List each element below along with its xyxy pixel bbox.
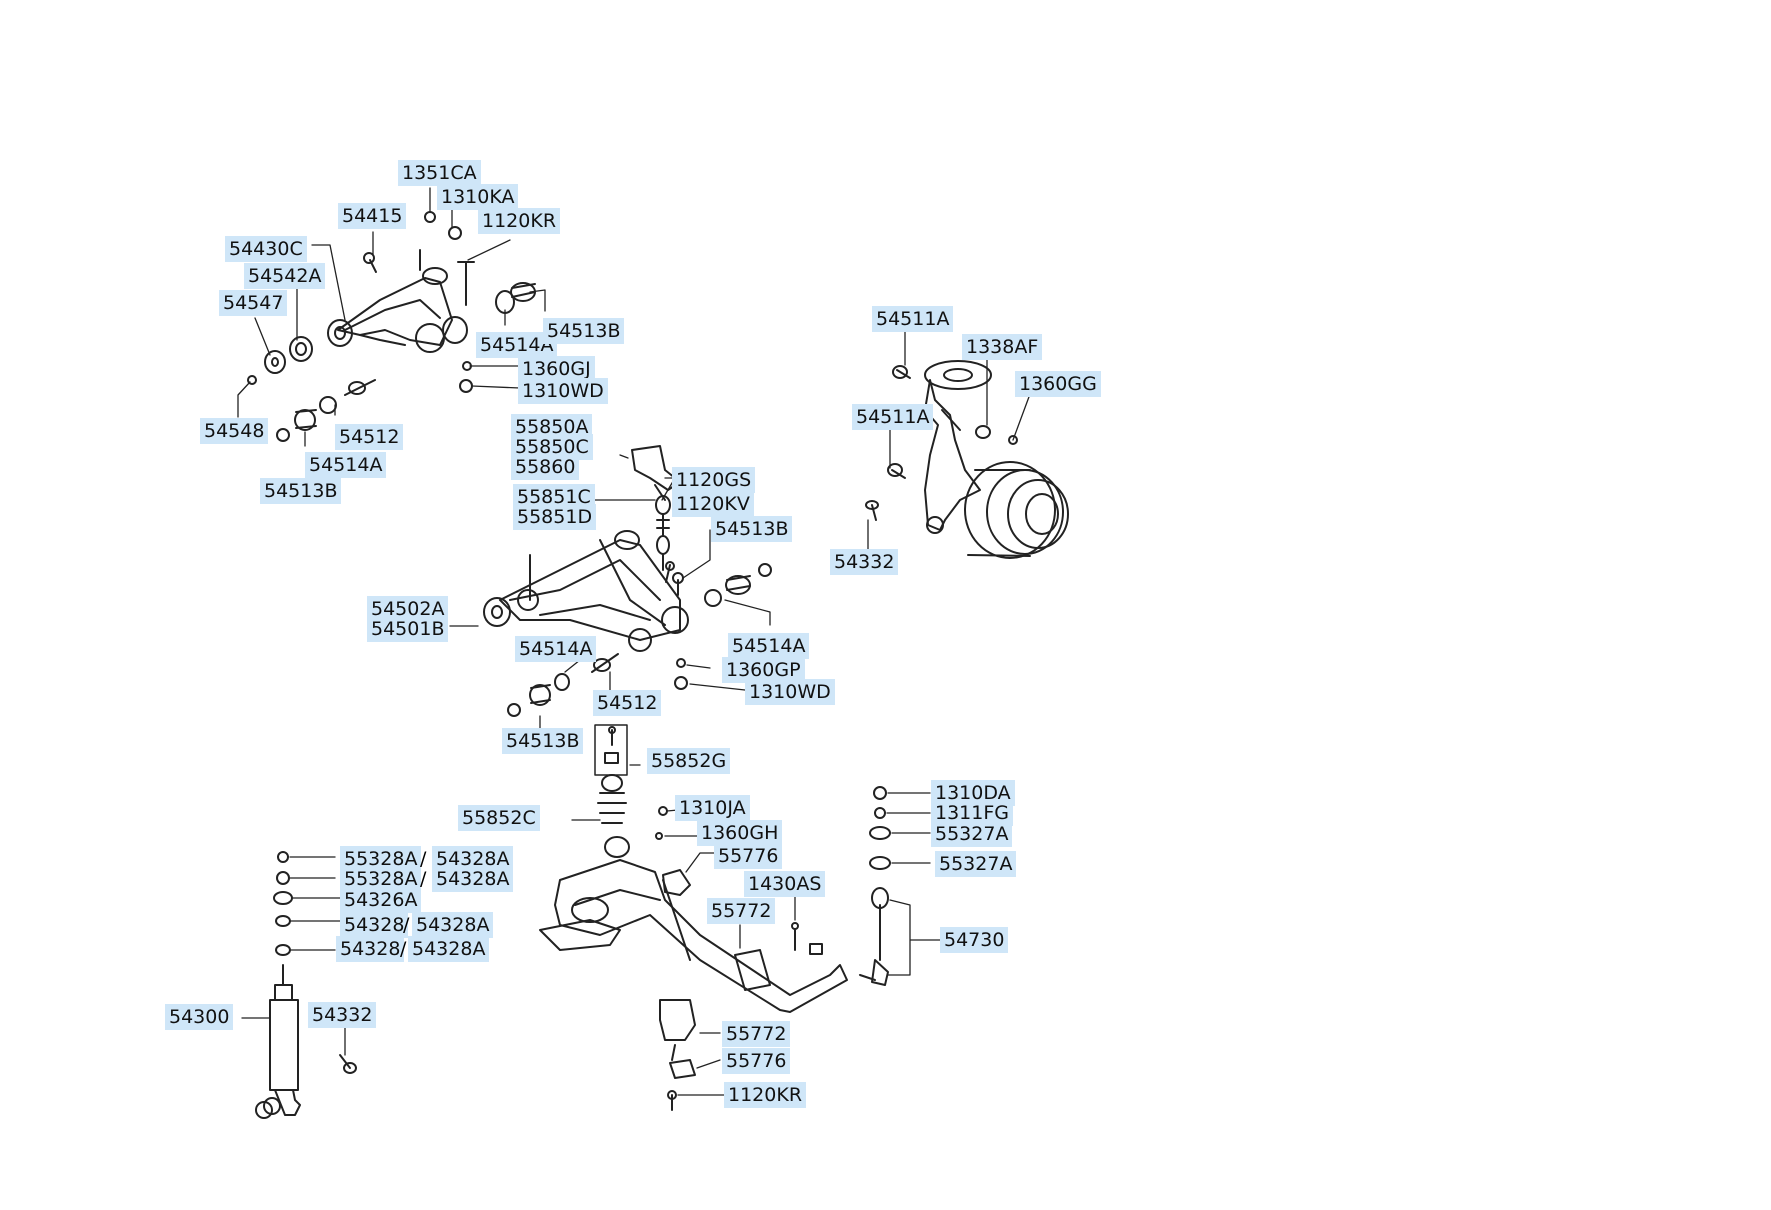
part-label-1338af[interactable]: 1338AF: [962, 334, 1043, 360]
part-label-54512-lower[interactable]: 54512: [593, 690, 662, 716]
part-label-1310wd-lower[interactable]: 1310WD: [745, 679, 835, 705]
part-label-54511a-top[interactable]: 54511A: [872, 306, 954, 332]
part-label-54332-right[interactable]: 54332: [830, 549, 899, 575]
separator-slash: /: [420, 848, 427, 870]
separator-slash: /: [400, 938, 407, 960]
part-label-54328-2[interactable]: 54328: [336, 936, 405, 962]
part-label-55327a-1[interactable]: 55327A: [931, 821, 1013, 847]
stabilizer-bar-assembly: [539, 724, 848, 1111]
part-label-54328a-2[interactable]: 54328A: [432, 866, 514, 892]
part-label-54548[interactable]: 54548: [200, 418, 269, 444]
part-label-54513b-upper-right[interactable]: 54513B: [543, 318, 625, 344]
part-label-1360gh[interactable]: 1360GH: [697, 820, 783, 846]
part-label-54328a-4[interactable]: 54328A: [408, 936, 490, 962]
part-label-1310ka[interactable]: 1310KA: [437, 184, 519, 210]
part-label-1360gj[interactable]: 1360GJ: [518, 356, 595, 382]
part-label-54513b-lower-left[interactable]: 54513B: [502, 728, 584, 754]
part-label-54328a-3[interactable]: 54328A: [412, 912, 494, 938]
part-label-54326a[interactable]: 54326A: [340, 887, 422, 913]
part-label-54730[interactable]: 54730: [940, 927, 1009, 953]
part-label-54513b-upper-left[interactable]: 54513B: [260, 478, 342, 504]
part-label-54513b-lower-right[interactable]: 54513B: [711, 516, 793, 542]
part-label-54547[interactable]: 54547: [219, 290, 288, 316]
part-label-1120kr-upper[interactable]: 1120KR: [478, 208, 561, 234]
part-label-55776-upper[interactable]: 55776: [714, 843, 783, 869]
part-label-54511a-middle[interactable]: 54511A: [852, 404, 934, 430]
part-label-55852c[interactable]: 55852C: [458, 805, 540, 831]
steering-knuckle-hub: [865, 360, 1069, 559]
part-label-1310wd-upper[interactable]: 1310WD: [518, 378, 608, 404]
shock-absorber: [255, 851, 357, 1119]
part-label-54514a-upper-left[interactable]: 54514A: [305, 452, 387, 478]
part-label-55851d[interactable]: 55851D: [513, 504, 597, 530]
part-label-54415[interactable]: 54415: [338, 203, 407, 229]
separator-slash: /: [420, 868, 427, 890]
part-label-55860[interactable]: 55860: [511, 454, 580, 480]
upper-arm-fasteners: [247, 211, 536, 442]
part-label-1310ja[interactable]: 1310JA: [675, 795, 750, 821]
separator-slash: /: [403, 914, 410, 936]
part-label-54514a-upper-right[interactable]: 54514A: [476, 332, 558, 358]
part-label-54430c[interactable]: 54430C: [225, 236, 307, 262]
part-label-54514a-lower-left[interactable]: 54514A: [515, 636, 597, 662]
upper-control-arm: [327, 249, 468, 353]
part-label-54300[interactable]: 54300: [165, 1004, 234, 1030]
part-label-55327a-2[interactable]: 55327A: [935, 851, 1017, 877]
part-label-55772-upper[interactable]: 55772: [707, 898, 776, 924]
part-label-1430as[interactable]: 1430AS: [744, 871, 826, 897]
lower-control-arm: [483, 530, 689, 652]
part-label-1120gs[interactable]: 1120GS: [672, 467, 756, 493]
part-label-54332-left[interactable]: 54332: [308, 1002, 377, 1028]
part-label-54542a[interactable]: 54542A: [244, 263, 326, 289]
part-label-1351ca[interactable]: 1351CA: [398, 160, 481, 186]
stabilizer-link: [859, 786, 891, 986]
part-label-55772-lower[interactable]: 55772: [722, 1021, 791, 1047]
part-label-54501b[interactable]: 54501B: [367, 616, 449, 642]
lower-arm-fasteners: [507, 563, 772, 717]
part-label-54328-1[interactable]: 54328: [340, 912, 409, 938]
part-label-55852g[interactable]: 55852G: [647, 748, 731, 774]
part-label-1360gp[interactable]: 1360GP: [722, 657, 805, 683]
leader-lines: [237, 187, 1034, 1096]
part-label-55776-lower[interactable]: 55776: [722, 1048, 791, 1074]
part-label-1360gg[interactable]: 1360GG: [1015, 371, 1101, 397]
part-label-1120kv[interactable]: 1120KV: [672, 491, 754, 517]
part-label-1120kr-lower[interactable]: 1120KR: [724, 1082, 807, 1108]
part-label-54514a-lower-right[interactable]: 54514A: [728, 633, 810, 659]
part-label-54512-upper[interactable]: 54512: [335, 424, 404, 450]
